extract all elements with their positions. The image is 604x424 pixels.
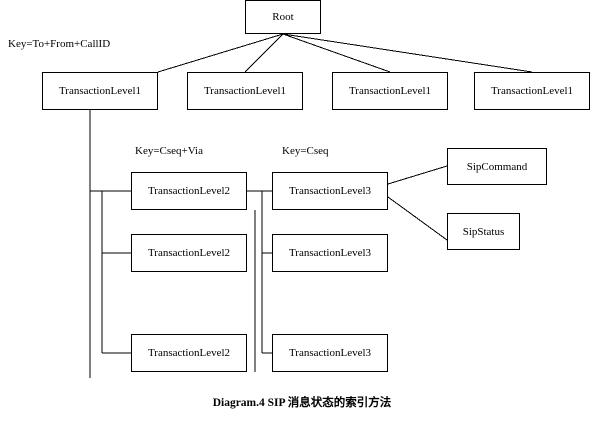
edge-root-t1d xyxy=(282,33,533,73)
node-label: SipStatus xyxy=(462,225,505,238)
node-t3b[interactable]: TransactionLevel3 xyxy=(272,234,388,272)
node-label: TransactionLevel2 xyxy=(147,185,231,197)
node-t1b[interactable]: TransactionLevel1 xyxy=(187,72,303,110)
node-t1c[interactable]: TransactionLevel1 xyxy=(332,72,448,110)
node-label: TransactionLevel3 xyxy=(288,185,372,197)
edge-t3a-sipcmd xyxy=(387,165,448,185)
key-label-key-level2: Key=Cseq+Via xyxy=(135,145,203,157)
node-label: TransactionLevel3 xyxy=(288,247,372,259)
node-label: TransactionLevel1 xyxy=(348,85,432,97)
edge-root-t1a xyxy=(157,33,284,73)
node-t2b[interactable]: TransactionLevel2 xyxy=(131,234,247,272)
edge-root-t1b xyxy=(244,33,284,73)
node-t1d[interactable]: TransactionLevel1 xyxy=(474,72,590,110)
edge-root-t1c xyxy=(282,33,391,73)
node-sipcmd[interactable]: SipCommand xyxy=(447,148,547,185)
node-label: TransactionLevel2 xyxy=(147,247,231,259)
node-root[interactable]: Root xyxy=(245,0,321,34)
node-t3a[interactable]: TransactionLevel3 xyxy=(272,172,388,210)
edge-t3a-sipst xyxy=(387,196,448,241)
node-t2c[interactable]: TransactionLevel2 xyxy=(131,334,247,372)
node-label: SipCommand xyxy=(466,160,528,173)
node-t3c[interactable]: TransactionLevel3 xyxy=(272,334,388,372)
node-t1a[interactable]: TransactionLevel1 xyxy=(42,72,158,110)
node-label: TransactionLevel1 xyxy=(490,85,574,97)
node-label: Root xyxy=(272,11,294,23)
node-label: TransactionLevel3 xyxy=(288,347,372,359)
node-label: TransactionLevel2 xyxy=(147,347,231,359)
key-label-key-level3: Key=Cseq xyxy=(282,145,329,157)
diagram-caption: Diagram.4 SIP 消息状态的索引方法 xyxy=(212,397,392,409)
node-t2a[interactable]: TransactionLevel2 xyxy=(131,172,247,210)
key-label-key-level1: Key=To+From+CallID xyxy=(8,38,111,50)
node-label: TransactionLevel1 xyxy=(203,85,287,97)
node-label: TransactionLevel1 xyxy=(58,85,142,97)
node-sipst[interactable]: SipStatus xyxy=(447,213,520,250)
